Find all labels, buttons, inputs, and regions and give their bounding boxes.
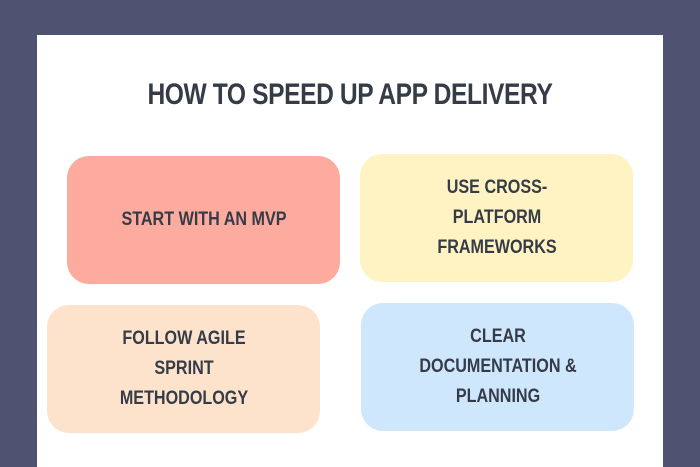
card-label: START WITH AN MVP (120, 209, 287, 230)
card-start-with-mvp: START WITH AN MVP (67, 156, 340, 284)
page-title: HOW TO SPEED UP APP DELIVERY (0, 78, 700, 112)
card-agile-sprint: FOLLOW AGILE SPRINT METHODOLOGY (47, 305, 320, 433)
title-text: HOW TO SPEED UP APP DELIVERY (147, 78, 553, 111)
card-cross-platform: USE CROSS- PLATFORM FRAMEWORKS (360, 154, 633, 282)
card-label: USE CROSS- PLATFORM FRAMEWORKS (436, 177, 557, 258)
card-label: FOLLOW AGILE SPRINT METHODOLOGY (119, 328, 248, 409)
card-label: CLEAR DOCUMENTATION & PLANNING (418, 326, 577, 407)
card-documentation-planning: CLEAR DOCUMENTATION & PLANNING (361, 303, 634, 431)
